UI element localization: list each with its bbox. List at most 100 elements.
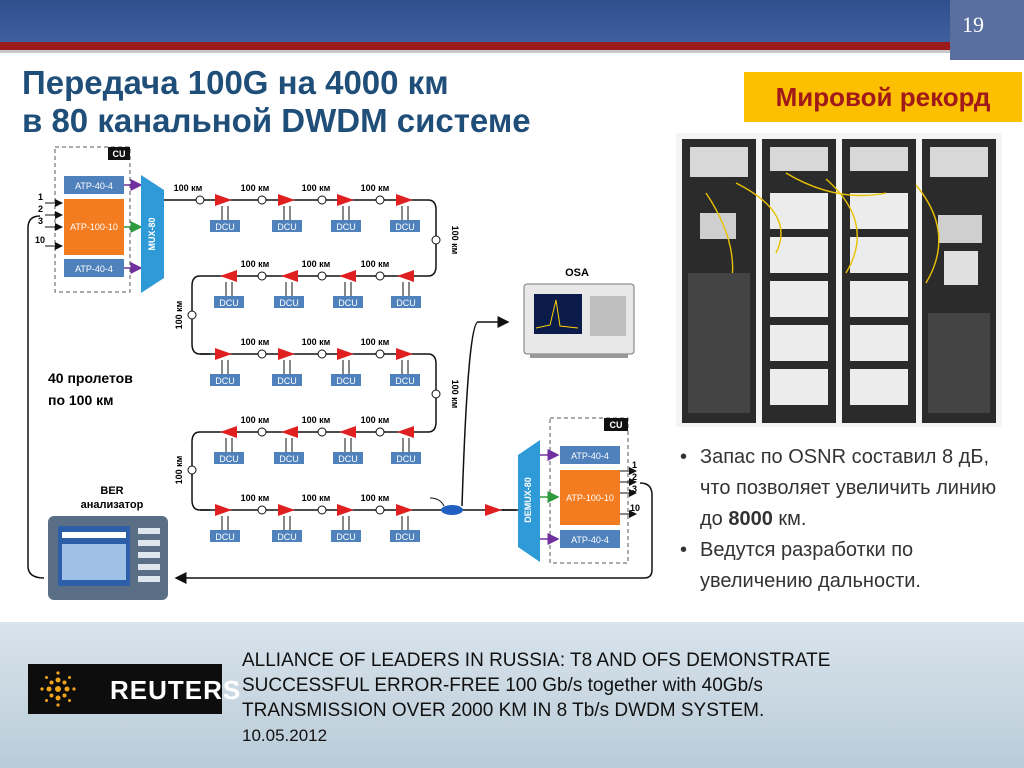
bullet-osnr: Запас по OSNR составил 8 дБ, что позволя… [678, 442, 1018, 535]
osa-device [523, 283, 635, 358]
page-number: 19 [962, 12, 984, 37]
dcu-box [390, 530, 420, 542]
fiber-coil-icon [317, 271, 327, 281]
span-label: 100 км [241, 415, 270, 425]
span-label: 100 км [302, 415, 331, 425]
ber-label-line-2: анализатор [81, 499, 144, 511]
atp-100-right [560, 470, 620, 525]
world-record-badge: Мировой рекорд [744, 72, 1022, 122]
bullet-development: Ведутся разработки по увеличению дальнос… [678, 535, 1018, 597]
span-label: 100 км [241, 259, 270, 269]
dcu-box [390, 374, 420, 386]
dcu-box [272, 374, 302, 386]
row-2: 100 км 100 км 100 км DCU DCU DCU DCU [200, 259, 428, 308]
network-diagram: CU ATP-40-4 ATP-100-10 ATP-40-4 1 2 3 10… [27, 146, 653, 600]
dcu-label: DCU [336, 222, 356, 232]
reuters-logo-text: REUTERS [110, 675, 242, 705]
dcu-label: DCU [395, 376, 415, 386]
row-3: 100 км 100 км 100 км DCU DCU DCU DCU [200, 337, 428, 386]
dcu-label: DCU [279, 454, 299, 464]
amplifier-icon [215, 348, 232, 360]
amplifier-icon [485, 504, 502, 516]
dcu-label: DCU [219, 298, 239, 308]
dcu-label: DCU [277, 222, 297, 232]
red-stripe [0, 42, 1024, 50]
slide-title: Передача 100G на 4000 км в 80 канальной … [22, 64, 531, 140]
row-1: 100 км 100 км 100 км 100 км DCU DCU DCU … [164, 183, 428, 232]
amplifier-icon [278, 504, 295, 516]
amplifier-icon [397, 426, 414, 438]
dcu-label: DCU [396, 454, 416, 464]
atp-40-top-right [560, 446, 620, 464]
ber-label-line-1: BER [100, 485, 123, 497]
amplifier-icon [397, 270, 414, 282]
atp-40-top [64, 176, 124, 194]
atp-40-bottom-label: ATP-40-4 [75, 264, 113, 274]
dcu-label: DCU [338, 298, 358, 308]
dcu-box [272, 220, 302, 232]
amplifier-icon [396, 504, 413, 516]
amplifier-icon [339, 426, 356, 438]
dcu-label: DCU [215, 376, 235, 386]
fiber-coil-icon [375, 427, 385, 437]
dcu-box [331, 530, 361, 542]
dcu-label: DCU [395, 532, 415, 542]
fiber-coil-icon [257, 195, 267, 205]
mux-80 [141, 175, 164, 293]
fiber-coil-icon [257, 349, 267, 359]
amplifier-icon [396, 348, 413, 360]
news-headline-line-3: TRANSMISSION OVER 2000 KM IN 8 Tb/s DWDM… [242, 700, 765, 721]
span-label: 100 км [302, 259, 331, 269]
dcu-label: DCU [338, 454, 358, 464]
fiber-coil-icon [187, 310, 197, 320]
fiber-coil-icon [195, 195, 205, 205]
dcu-box [274, 296, 304, 308]
ber-analyzer-device [48, 516, 168, 600]
dcu-box [331, 374, 361, 386]
equipment-rack-photo [676, 133, 1002, 427]
bullet-development-text: Ведутся разработки по увеличению дальнос… [700, 539, 921, 592]
port-3-left: 3 [38, 216, 43, 226]
port-1-left: 1 [38, 192, 43, 202]
fiber-coil-icon [375, 271, 385, 281]
span-label: 100 км [361, 259, 390, 269]
fiber-coil-icon [317, 195, 327, 205]
dcu-label: DCU [219, 454, 239, 464]
mux-80-label: MUX-80 [147, 217, 157, 250]
fiber-coil-icon [431, 389, 441, 399]
dcu-label: DCU [277, 376, 297, 386]
cu-right-label: CU [610, 420, 623, 430]
fiber-coil-icon [317, 505, 327, 515]
atp-40-top-right-label: ATP-40-4 [571, 451, 609, 461]
bullet-osnr-suffix: км. [772, 508, 807, 530]
osa-label: OSA [565, 267, 589, 279]
top-banner [0, 0, 1024, 42]
port-2-right: 2 [632, 472, 637, 482]
news-headline-line-2: SUCCESSFUL ERROR-FREE 100 Gb/s together … [242, 675, 763, 696]
atp-100-right-label: ATP-100-10 [566, 493, 614, 503]
port-2-left: 2 [38, 204, 43, 214]
dcu-box [214, 452, 244, 464]
dcu-box [391, 452, 421, 464]
fiber-coil-icon [375, 195, 385, 205]
amplifier-icon [278, 194, 295, 206]
amplifier-icon [396, 194, 413, 206]
fiber-coil-icon [257, 505, 267, 515]
amplifier-icon [337, 348, 354, 360]
atp-40-bottom-right-label: ATP-40-4 [571, 535, 609, 545]
atp-40-bottom-right [560, 530, 620, 548]
cu-left-label: CU [113, 149, 126, 159]
fiber-coil-icon [431, 235, 441, 245]
dcu-box [274, 452, 304, 464]
row-4: 100 км 100 км 100 км DCU DCU DCU DCU [200, 415, 428, 464]
spans-label-line-1: 40 пролетов [48, 370, 133, 386]
dcu-label: DCU [277, 532, 297, 542]
spans-label-line-2: по 100 км [48, 392, 114, 408]
dcu-label: DCU [215, 222, 235, 232]
dcu-box [333, 452, 363, 464]
span-label: 100 км [174, 300, 184, 329]
dcu-box [210, 220, 240, 232]
amplifier-icon [337, 194, 354, 206]
span-label: 100 км [361, 415, 390, 425]
atp-100-left [64, 199, 124, 255]
